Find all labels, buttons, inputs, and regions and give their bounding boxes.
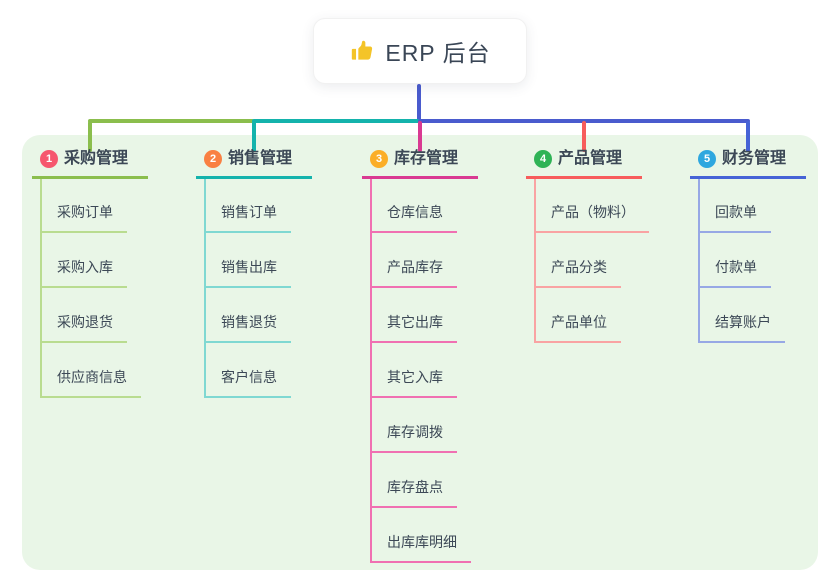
child-connector-line [534,177,536,343]
root-node[interactable]: ERP 后台 [313,18,527,84]
branch-badge: 2 [204,150,222,168]
branch-header-5[interactable]: 5 财务管理 [690,148,806,179]
child-item[interactable]: 出库库明细 [372,533,471,563]
branch-header-4[interactable]: 4 产品管理 [526,148,642,179]
child-connector-line [40,177,42,398]
child-item[interactable]: 付款单 [700,258,771,288]
child-item[interactable]: 产品（物料） [536,203,649,233]
horizontal-connector-teal [252,119,420,123]
branch-drop-line [746,121,750,152]
branch-drop-line [418,121,422,152]
child-item[interactable]: 销售退货 [206,313,291,343]
branch-label: 财务管理 [722,150,787,167]
child-item[interactable]: 其它入库 [372,368,457,398]
child-item[interactable]: 仓库信息 [372,203,457,233]
child-item[interactable]: 采购退货 [42,313,127,343]
child-item[interactable]: 产品库存 [372,258,457,288]
child-item[interactable]: 产品单位 [536,313,621,343]
child-item[interactable]: 客户信息 [206,368,291,398]
child-connector-line [698,177,700,343]
branch-header-3[interactable]: 3 库存管理 [362,148,478,179]
branch-label: 库存管理 [394,150,459,167]
child-item[interactable]: 其它出库 [372,313,457,343]
horizontal-connector-green [88,119,254,123]
branch-badge: 3 [370,150,388,168]
child-item[interactable]: 结算账户 [700,313,785,343]
child-item[interactable]: 供应商信息 [42,368,141,398]
branch-drop-line [582,121,586,152]
branch-drop-line [88,121,92,152]
child-item[interactable]: 回款单 [700,203,771,233]
child-item[interactable]: 采购订单 [42,203,127,233]
branch-label: 产品管理 [558,150,623,167]
child-connector-line [204,177,206,398]
branch-badge: 5 [698,150,716,168]
branch-label: 采购管理 [64,150,129,167]
child-item[interactable]: 产品分类 [536,258,621,288]
branch-drop-line [252,121,256,152]
branch-header-1[interactable]: 1 采购管理 [32,148,148,179]
branches-panel [22,135,818,570]
child-item[interactable]: 库存调拨 [372,423,457,453]
child-item[interactable]: 销售订单 [206,203,291,233]
thumbs-up-icon [349,38,375,64]
branch-header-2[interactable]: 2 销售管理 [196,148,312,179]
child-item[interactable]: 采购入库 [42,258,127,288]
branch-label: 销售管理 [228,150,293,167]
branch-badge: 1 [40,150,58,168]
child-connector-line [370,177,372,563]
child-item[interactable]: 销售出库 [206,258,291,288]
root-title: ERP 后台 [385,40,491,66]
branch-badge: 4 [534,150,552,168]
child-item[interactable]: 库存盘点 [372,478,457,508]
root-connector-line [417,84,421,122]
